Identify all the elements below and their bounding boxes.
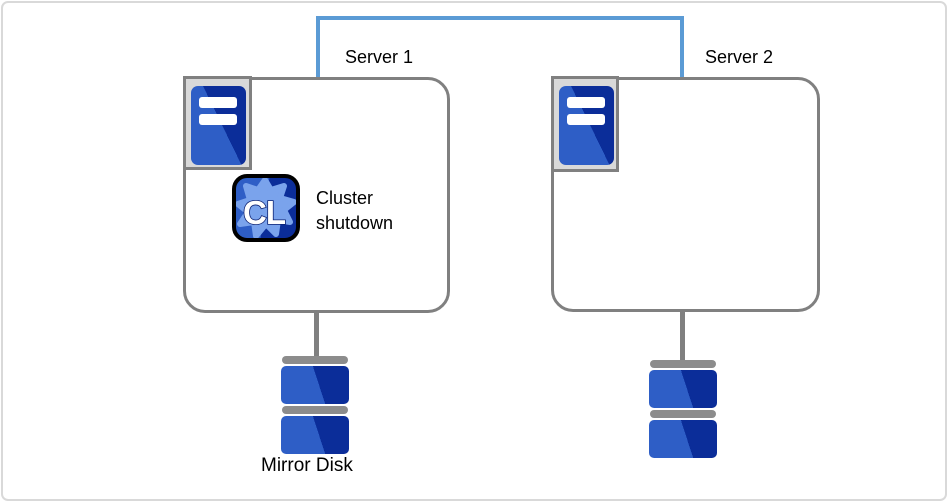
disk-cap: [650, 360, 716, 368]
server-slot-icon: [567, 114, 605, 125]
cl-badge-text: CL: [243, 194, 286, 231]
cluster-shutdown-line2: shutdown: [316, 213, 394, 233]
cl-badge-icon: CL: [232, 174, 300, 242]
cluster-shutdown-line1: Cluster: [316, 188, 374, 208]
mirror-disk2-icon: [649, 360, 717, 460]
disk-cap: [282, 406, 348, 414]
cluster-shutdown-label: Cluster shutdown: [316, 186, 393, 236]
server-slot-icon: [199, 97, 237, 108]
server1-disk-line: [314, 311, 319, 360]
disk-cap: [282, 356, 348, 364]
server-tower-icon: [191, 86, 246, 165]
server-slot-icon: [199, 114, 237, 125]
server2-icon: [551, 76, 619, 172]
server1-icon: [183, 76, 252, 170]
server1-label: Server 1: [345, 47, 414, 67]
disk-cap: [650, 410, 716, 418]
server2-label: Server 2: [705, 47, 774, 67]
disk-platter: [649, 370, 717, 408]
server-tower-icon: [559, 86, 614, 165]
server-slot-icon: [567, 97, 605, 108]
disk-platter: [281, 416, 349, 454]
disk-platter: [281, 366, 349, 404]
mirror-disk1-icon: [281, 356, 349, 456]
disk-platter: [649, 420, 717, 458]
mirror-disk-label: Mirror Disk: [261, 455, 353, 476]
interconnect-link: [316, 16, 684, 77]
server2-disk-line: [680, 311, 685, 364]
